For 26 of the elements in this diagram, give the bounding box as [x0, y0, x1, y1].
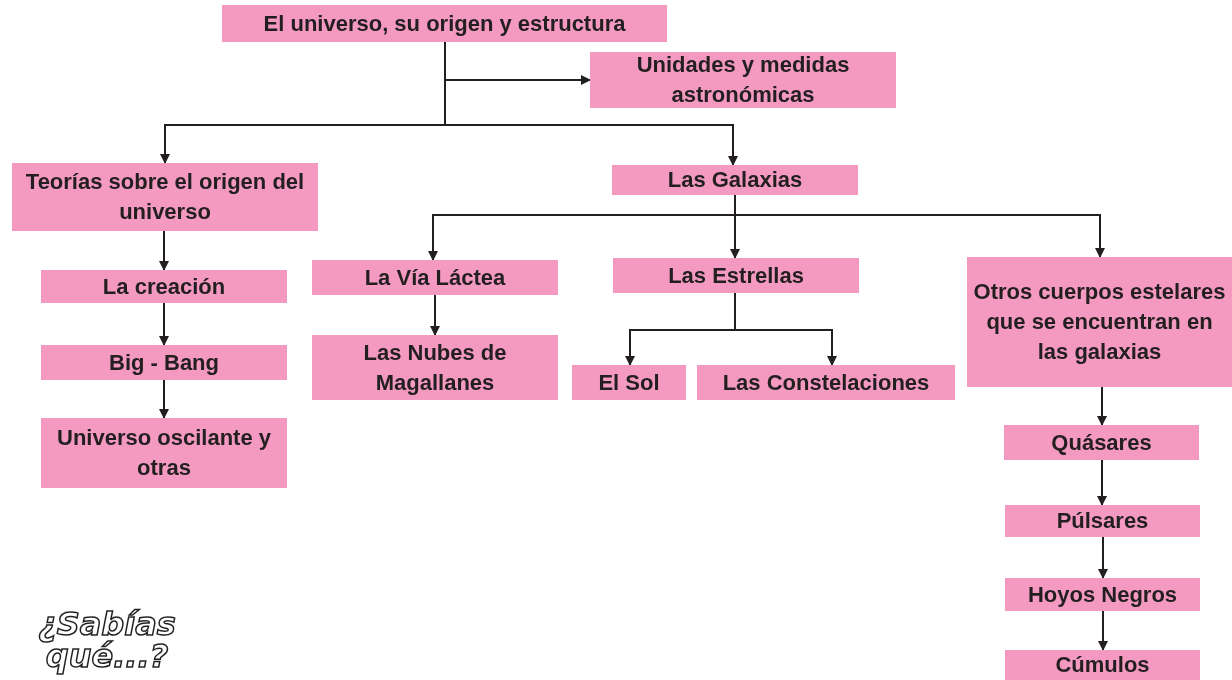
- connector-arrow: [430, 294, 440, 336]
- connector-arrow: [1097, 386, 1107, 426]
- concept-box: Púlsares: [1005, 505, 1200, 537]
- concept-box: Hoyos Negros: [1005, 578, 1200, 611]
- concept-box: Las Galaxias: [612, 165, 858, 195]
- concept-box: Unidades y medidas astronómicas: [590, 52, 896, 108]
- connector-arrow: [159, 230, 169, 271]
- connector-arrow: [1097, 459, 1107, 506]
- connector-arrow: [734, 292, 837, 366]
- concept-box: Las Nubes de Magallanes: [312, 335, 558, 400]
- concept-box: La creación: [41, 270, 287, 303]
- concept-box: Big - Bang: [41, 345, 287, 380]
- concept-box: El universo, su origen y estructura: [222, 5, 667, 42]
- concept-box: La Vía Láctea: [312, 260, 558, 295]
- connector-arrow: [1098, 536, 1108, 579]
- concept-box: Cúmulos: [1005, 650, 1200, 680]
- concept-box: Otros cuerpos estelares que se encuentran en las galaxias: [967, 257, 1232, 387]
- concept-box: Quásares: [1004, 425, 1199, 460]
- connector-arrow: [159, 302, 169, 346]
- concept-box: Las Estrellas: [613, 258, 859, 293]
- concept-box: Universo oscilante y otras: [41, 418, 287, 488]
- concept-box: Las Constelaciones: [697, 365, 955, 400]
- connector-arrow: [1098, 610, 1108, 651]
- concept-box: Teorías sobre el origen del universo: [12, 163, 318, 231]
- concept-box: El Sol: [572, 365, 686, 400]
- connector-arrow: [159, 379, 169, 419]
